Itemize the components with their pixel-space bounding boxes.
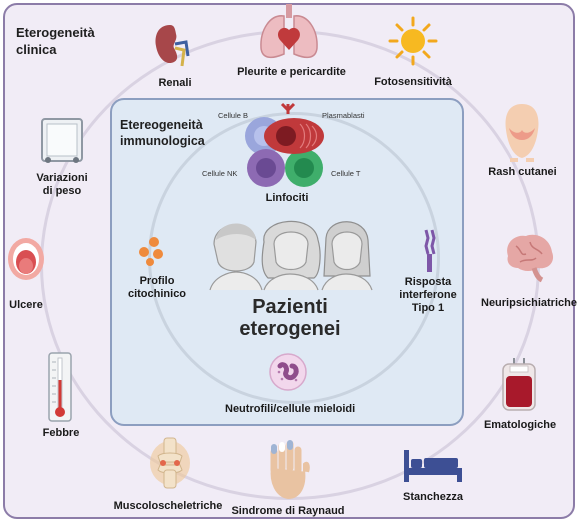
mouth-icon (8, 238, 44, 280)
label-pleurite: Pleurite e pericardite (237, 66, 346, 78)
outer-title-line2: clinica (16, 42, 57, 57)
patient-face-left (209, 223, 263, 291)
interferon-receptor-icon (424, 229, 436, 272)
label-raynaud: Sindrome di Raynaud (231, 505, 345, 517)
label-ulcere: Ulcere (9, 299, 43, 311)
center-title: Pazienti eterogenei (230, 296, 350, 340)
label-fotosensitivita: Fotosensitività (374, 76, 452, 88)
label-interferone-line2: interferone (399, 289, 457, 301)
lymphocyte-cells-icon (245, 102, 324, 187)
label-neuro: Neuripsichiatriche (481, 297, 577, 309)
label-interferone-line3: Tipo 1 (411, 302, 445, 314)
knee-joint-icon (150, 437, 190, 489)
label-peso: Variazioni di peso (30, 172, 94, 198)
inner-title: Etereogeneità immunologica (120, 117, 205, 149)
label-peso-line1: Variazioni (36, 172, 88, 184)
label-interferone-line1: Risposta (404, 276, 452, 288)
label-profilo-line1: Profilo (139, 275, 175, 287)
label-cellule-b: Cellule B (218, 111, 249, 120)
blood-bag-icon (502, 358, 536, 411)
label-neutrofili: Neutrofili/cellule mieloidi (225, 403, 356, 415)
label-interferone: Risposta interferone Tipo 1 (392, 276, 464, 315)
label-muscolo: Muscoloscheletriche (113, 500, 223, 512)
label-renali: Renali (158, 77, 192, 89)
patients-faces-icon (209, 220, 373, 291)
label-profilo-line2: citochinico (127, 288, 187, 300)
kidney-icon (155, 25, 190, 67)
label-profilo: Profilo citochinico (118, 275, 196, 301)
label-febbre: Febbre (42, 427, 80, 439)
label-cellule-t: Cellule T (331, 169, 361, 178)
center-title-line2: eterogenei (239, 318, 341, 340)
scale-icon (41, 118, 83, 163)
rash-face-icon (505, 104, 539, 162)
thermometer-icon (48, 352, 72, 422)
label-rash: Rash cutanei (488, 166, 557, 178)
inner-ring (148, 112, 440, 404)
label-cellule-nk: Cellule NK (202, 169, 238, 178)
label-ematologiche: Ematologiche (483, 419, 557, 431)
brain-icon (507, 234, 554, 283)
label-peso-line2: di peso (42, 185, 82, 197)
inner-title-line1: Etereogeneità (120, 118, 203, 132)
cytokine-dots-icon (139, 237, 163, 266)
label-linfociti: Linfociti (265, 192, 309, 204)
outer-title: Eterogeneità clinica (16, 24, 95, 58)
label-plasmablasti: Plasmablasti (322, 111, 365, 120)
inner-title-line2: immunologica (120, 134, 205, 148)
sun-icon (388, 16, 438, 66)
bed-icon (404, 450, 462, 482)
neutrophil-icon (269, 353, 307, 391)
patient-face-right (321, 221, 373, 291)
patient-face-center (261, 220, 321, 291)
center-title-line1: Pazienti (252, 296, 328, 318)
outer-title-line1: Eterogeneità (16, 25, 95, 40)
lungs-heart-icon (260, 4, 318, 59)
hand-icon (270, 440, 310, 500)
label-stanchezza: Stanchezza (403, 491, 463, 503)
